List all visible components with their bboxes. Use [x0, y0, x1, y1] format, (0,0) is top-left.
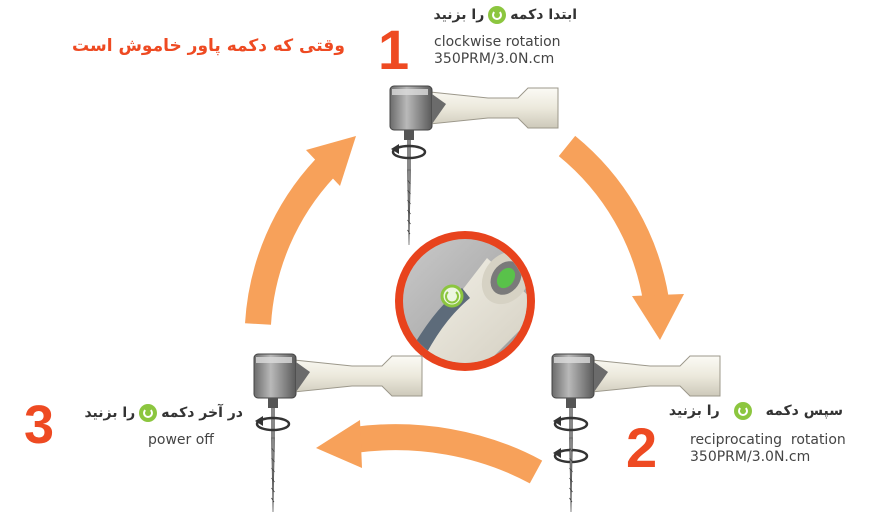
handpiece-step1	[389, 85, 559, 246]
power-button-icon	[733, 402, 752, 420]
button-closeup	[395, 231, 535, 371]
step-2-number: 2	[626, 416, 658, 479]
step-1-instruction: ابتدا دکمه را بزنید	[433, 6, 577, 24]
step-1-spec: 350PRM/3.0N.cm	[434, 51, 555, 67]
page-title: وقتی که دکمه پاور خاموش است	[72, 36, 345, 56]
step-1-instruction-after: را بزنید	[433, 7, 485, 23]
step-3-instruction: در آخر دکمه را بزنید	[84, 404, 243, 422]
arrow-step3-to-step1	[245, 159, 335, 325]
handpiece-step3	[253, 353, 423, 512]
arrow-head-1	[632, 294, 684, 340]
arrow-step2-to-step3	[352, 424, 543, 484]
step-2-spec: 350PRM/3.0N.cm	[690, 449, 811, 465]
step-3-mode: power off	[148, 432, 214, 448]
step-2-instruction: سپس دکمه را بزنید	[669, 402, 843, 420]
step-1-mode: clockwise rotation	[434, 34, 561, 50]
step-2-instruction-before: سپس دکمه	[765, 403, 843, 419]
step-1-instruction-before: ابتدا دکمه	[510, 7, 577, 23]
step-1-number: 1	[378, 18, 410, 81]
power-button-icon	[139, 404, 158, 422]
step-3-instruction-after: را بزنید	[84, 405, 136, 421]
step-2-mode: reciprocating rotation	[690, 432, 846, 448]
arrow-head-3	[306, 136, 356, 186]
step-3-number: 3	[24, 395, 55, 455]
step-3-instruction-before: در آخر دکمه	[161, 405, 243, 421]
power-button-icon	[488, 6, 507, 24]
step-2-instruction-after: را بزنید	[668, 403, 720, 419]
arrow-step1-to-step2	[558, 135, 669, 303]
arrow-head-2	[316, 420, 362, 468]
